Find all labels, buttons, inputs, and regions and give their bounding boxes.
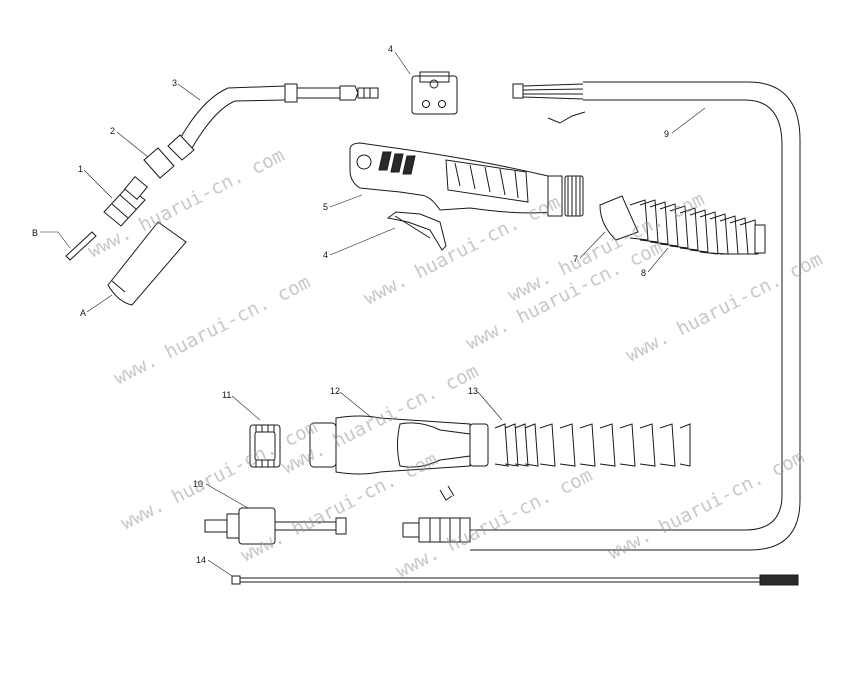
label-a: A	[80, 308, 86, 318]
label-4-top: 4	[388, 44, 393, 54]
label-12: 12	[330, 386, 340, 396]
part-9-cable	[470, 81, 801, 551]
label-7: 7	[573, 254, 578, 264]
watermark: www. huarui-cn. com	[462, 236, 666, 354]
part-4-block	[411, 71, 458, 115]
label-b: B	[32, 228, 38, 238]
part-14-liner	[231, 574, 799, 586]
part-a-nozzle	[107, 221, 187, 306]
part-3-gooseneck	[167, 83, 379, 161]
label-4-trigger: 4	[323, 250, 328, 260]
label-13: 13	[468, 386, 478, 396]
part-labels: A B 1 2 3 4 5 4 7 8 9 10 11 12 13 14	[32, 44, 669, 565]
label-11: 11	[222, 390, 231, 400]
leader-lines	[40, 51, 706, 577]
label-3: 3	[172, 78, 177, 88]
part-5-handle	[349, 142, 584, 217]
part-12-rear-handle	[309, 415, 489, 475]
label-8: 8	[641, 268, 646, 278]
part-8-spring	[629, 199, 766, 255]
label-5: 5	[323, 202, 328, 212]
part-1-tip-holder	[103, 176, 148, 227]
cable-connector	[402, 485, 471, 543]
part-7-ball-joint	[599, 195, 639, 241]
part-b-contact-tip	[65, 231, 97, 261]
label-10: 10	[193, 479, 203, 489]
label-1: 1	[78, 164, 83, 174]
label-9: 9	[664, 129, 669, 139]
part-13-spring	[494, 423, 691, 467]
part-4-trigger	[386, 211, 447, 251]
label-2: 2	[110, 126, 115, 136]
part-2-insulator	[143, 147, 175, 179]
part-11-nut	[249, 424, 281, 468]
part-10-connector	[204, 507, 347, 545]
watermark-layer: www. huarui-cn. com www. huarui-cn. com …	[84, 144, 826, 582]
label-14: 14	[196, 555, 206, 565]
